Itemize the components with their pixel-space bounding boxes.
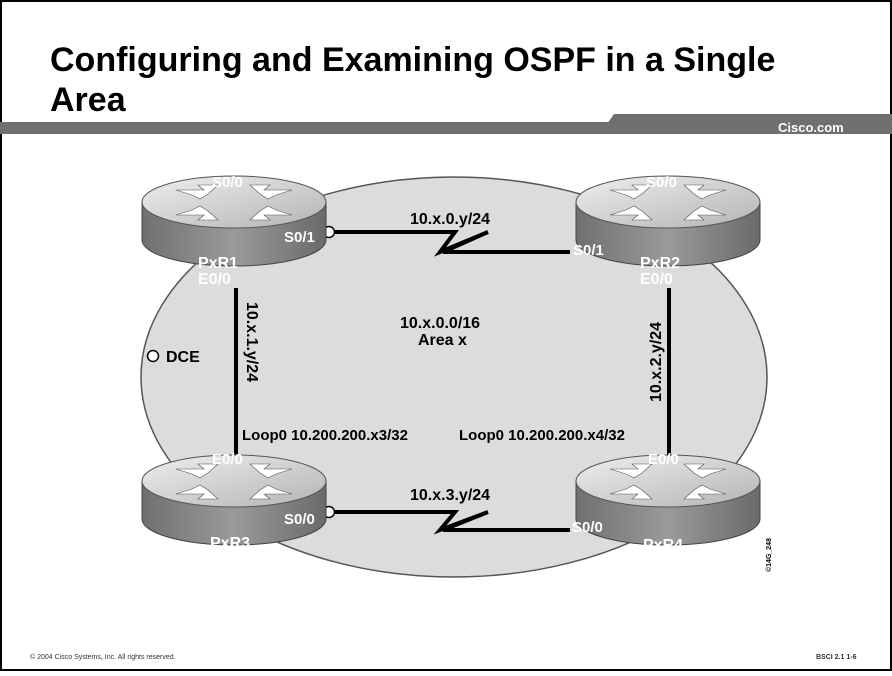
r1-eth-iface: E0/0	[198, 271, 231, 288]
area-name-label: Area x	[418, 332, 467, 349]
slide-reference: BSCI 2.1 1-6	[816, 654, 857, 661]
r2-side-iface: S0/1	[573, 242, 604, 259]
link-r1-r3-label: 10.x.1.y/24	[243, 302, 260, 382]
link-r2-r4-label: 10.x.2.y/24	[648, 322, 665, 402]
r4-side-iface: S0/0	[572, 519, 603, 536]
r4-name: PxR4	[643, 537, 683, 554]
r3-name: PxR3	[210, 535, 250, 552]
header-tab	[600, 114, 892, 134]
link-r1-r2-label: 10.x.0.y/24	[410, 211, 490, 228]
dce-legend-label: DCE	[166, 349, 200, 366]
link-r3-r4	[330, 510, 570, 535]
header-bar	[0, 122, 612, 134]
router-r3-icon	[141, 454, 327, 546]
figure-id: ©14G_248	[765, 538, 773, 572]
link-r1-r2	[330, 230, 570, 257]
r3-loopback-label: Loop0 10.200.200.x3/32	[242, 427, 408, 444]
area-network-label: 10.x.0.0/16	[400, 315, 480, 332]
r1-top-iface: S0/0	[212, 174, 243, 191]
r1-name: PxR1	[198, 255, 238, 272]
cisco-brand: Cisco.com	[778, 120, 844, 135]
copyright-text: © 2004 Cisco Systems, Inc. All rights re…	[30, 654, 176, 661]
r2-name: PxR2	[640, 255, 680, 272]
r2-top-iface: S0/0	[646, 174, 677, 191]
link-r3-r4-label: 10.x.3.y/24	[410, 487, 490, 504]
r3-eth-iface: E0/0	[212, 451, 243, 468]
r2-eth-iface: E0/0	[640, 271, 673, 288]
slide-title: Configuring and Examining OSPF in a Sing…	[50, 41, 776, 119]
r3-side-iface: S0/0	[284, 511, 315, 528]
r4-loopback-label: Loop0 10.200.200.x4/32	[459, 427, 625, 444]
r4-eth-iface: E0/0	[648, 451, 679, 468]
router-r4-icon	[575, 454, 761, 546]
r1-side-iface: S0/1	[284, 229, 315, 246]
dce-legend-marker	[146, 349, 160, 363]
